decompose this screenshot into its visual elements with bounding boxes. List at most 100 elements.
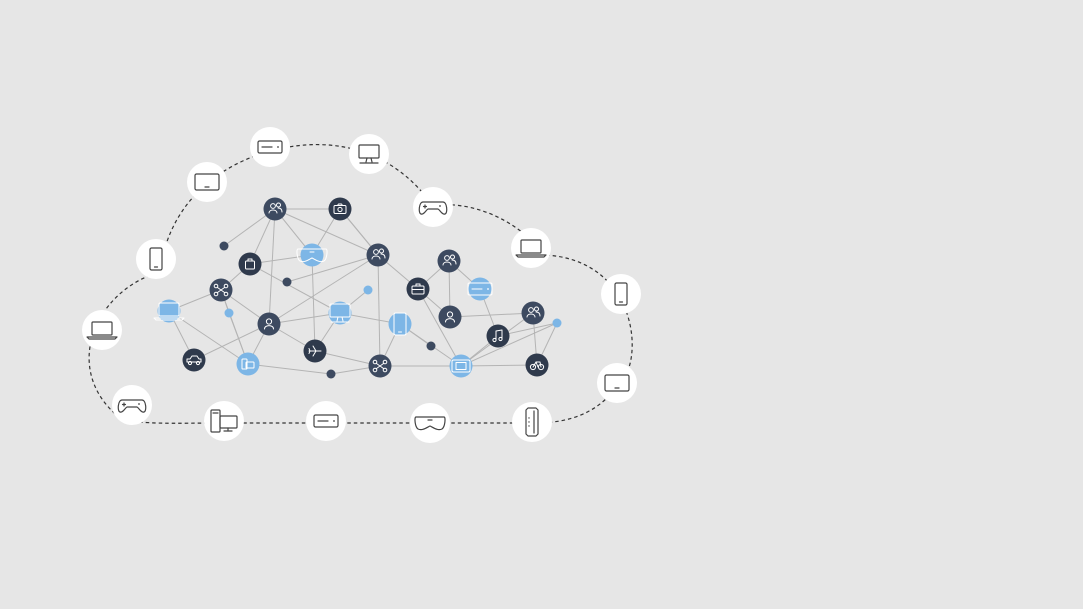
device-console — [512, 402, 552, 442]
device-server — [306, 401, 346, 441]
vr-headset-icon — [296, 248, 328, 263]
node-circle — [238, 252, 262, 276]
network-nodes — [153, 197, 549, 378]
node-circle — [521, 301, 545, 325]
network-edge — [268, 208, 276, 325]
network-edge — [268, 312, 341, 325]
server-icon — [257, 140, 283, 154]
phone-icon — [614, 282, 628, 306]
network-node-camera — [328, 197, 352, 221]
gamepad-icon — [418, 201, 448, 215]
network-node-user — [438, 305, 462, 329]
node-circle — [300, 243, 324, 267]
node-circle — [486, 324, 510, 348]
tablet-icon — [451, 359, 471, 373]
camera-icon — [333, 203, 347, 214]
network-edge — [247, 363, 332, 375]
monitor-icon — [358, 144, 380, 164]
device-circle — [511, 228, 551, 268]
briefcase-icon — [411, 283, 425, 295]
node-circle — [182, 348, 206, 372]
device-circle — [512, 402, 552, 442]
network-node-bag — [238, 252, 262, 276]
network-node-server — [467, 277, 493, 301]
network-dot — [326, 369, 336, 379]
network-dot — [363, 285, 373, 295]
bag-icon — [245, 258, 255, 270]
network-edge — [249, 263, 341, 314]
network-node-monitor — [328, 301, 352, 325]
network-node-laptop — [153, 299, 185, 323]
drone-icon — [213, 283, 229, 297]
network-edge — [193, 323, 270, 361]
network-dot — [219, 241, 229, 251]
bike-icon — [529, 361, 545, 371]
network-node-users — [521, 301, 545, 325]
gamepad-icon — [117, 399, 147, 413]
server-icon — [467, 282, 493, 296]
users-icon — [442, 254, 457, 266]
network-edge — [377, 254, 381, 367]
outer-devices — [82, 127, 641, 443]
network-edge — [417, 288, 462, 367]
device-circle — [410, 403, 450, 443]
drone-icon — [372, 359, 388, 373]
device-circle — [597, 363, 637, 403]
user-icon — [445, 311, 455, 323]
devices-icon — [241, 358, 255, 370]
laptop-icon — [86, 321, 118, 340]
network-edge — [460, 364, 538, 367]
tablet-landscape-icon — [194, 173, 220, 191]
device-phone — [136, 239, 176, 279]
users-icon — [526, 306, 541, 318]
monitor-icon — [329, 303, 351, 323]
network-node-car — [182, 348, 206, 372]
device-circle — [413, 187, 453, 227]
network-node-drone — [209, 278, 233, 302]
network-edge — [268, 254, 379, 325]
network-edge — [460, 322, 558, 367]
users-icon — [371, 248, 386, 260]
network-node-bike — [525, 353, 549, 377]
network-edge — [311, 254, 316, 352]
music-icon — [492, 329, 503, 343]
device-circle — [204, 401, 244, 441]
network-node-user — [257, 312, 281, 336]
node-circle — [263, 197, 287, 221]
network-dots — [219, 241, 562, 379]
user-icon — [264, 318, 274, 330]
node-circle — [328, 197, 352, 221]
laptop-icon — [515, 239, 547, 258]
device-circle — [601, 274, 641, 314]
device-gamepad — [413, 187, 453, 227]
device-vr-headset — [410, 403, 450, 443]
device-circle — [82, 310, 122, 350]
desktop-tower-icon — [210, 409, 238, 433]
device-gamepad — [112, 385, 152, 425]
phone-icon — [393, 312, 407, 336]
device-phone — [601, 274, 641, 314]
network-node-plane — [303, 339, 327, 363]
node-circle — [449, 354, 473, 378]
device-server — [250, 127, 290, 167]
node-circle — [328, 301, 352, 325]
device-circle — [187, 162, 227, 202]
node-circle — [236, 352, 260, 376]
phone-icon — [149, 247, 163, 271]
network-node-music — [486, 324, 510, 348]
device-desktop-tower — [204, 401, 244, 441]
node-circle — [157, 299, 181, 323]
device-circle — [136, 239, 176, 279]
car-icon — [186, 355, 202, 366]
network-node-vr-headset — [296, 243, 328, 267]
network-dot — [552, 318, 562, 328]
device-circle — [349, 134, 389, 174]
network-node-drone — [368, 354, 392, 378]
network-node-tablet — [449, 354, 473, 378]
network-node-briefcase — [406, 277, 430, 301]
network-edge — [449, 312, 534, 318]
network-dot — [282, 277, 292, 287]
